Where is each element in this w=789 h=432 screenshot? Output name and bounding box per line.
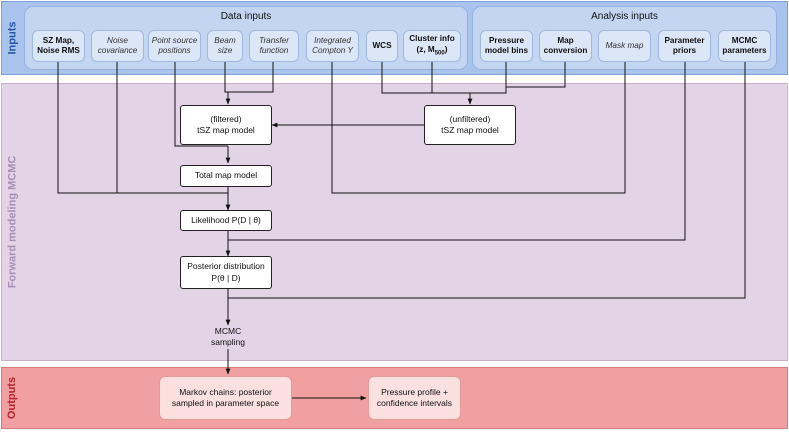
total-map-model-node: Total map model [180,165,272,187]
sz-map-input: SZ Map, Noise RMS [32,30,85,62]
pressure-bins-input: Pressure model bins [480,30,533,62]
beam-size-input: Beam size [207,30,243,62]
likelihood-node: Likelihood P(D | θ) [180,210,272,231]
cluster-info-input: Cluster info(z, M500) [403,30,461,62]
mcmc-parameters-input: MCMC parameters [718,30,771,62]
point-source-input: Point source positions [148,30,201,62]
forward-modeling-band: Forward modeling MCMC [1,83,788,361]
data-inputs-title: Data inputs [220,11,272,22]
pressure-profile-output: Pressure profile +confidence intervals [368,376,461,420]
mask-map-input: Mask map [598,30,651,62]
analysis-inputs-title: Analysis inputs [591,11,658,22]
noise-covariance-input: Noise covariance [91,30,144,62]
unfiltered-tsz-model-node: (unfiltered)tSZ map model [424,105,516,145]
map-conversion-input: Map conversion [539,30,592,62]
filtered-tsz-model-node: (filtered)tSZ map model [180,105,272,145]
parameter-priors-input: Parameter priors [658,30,711,62]
transfer-function-input: Transfer function [249,30,299,62]
compton-y-input: Integrated Compton Y [306,30,359,62]
wcs-input: WCS [366,30,398,62]
